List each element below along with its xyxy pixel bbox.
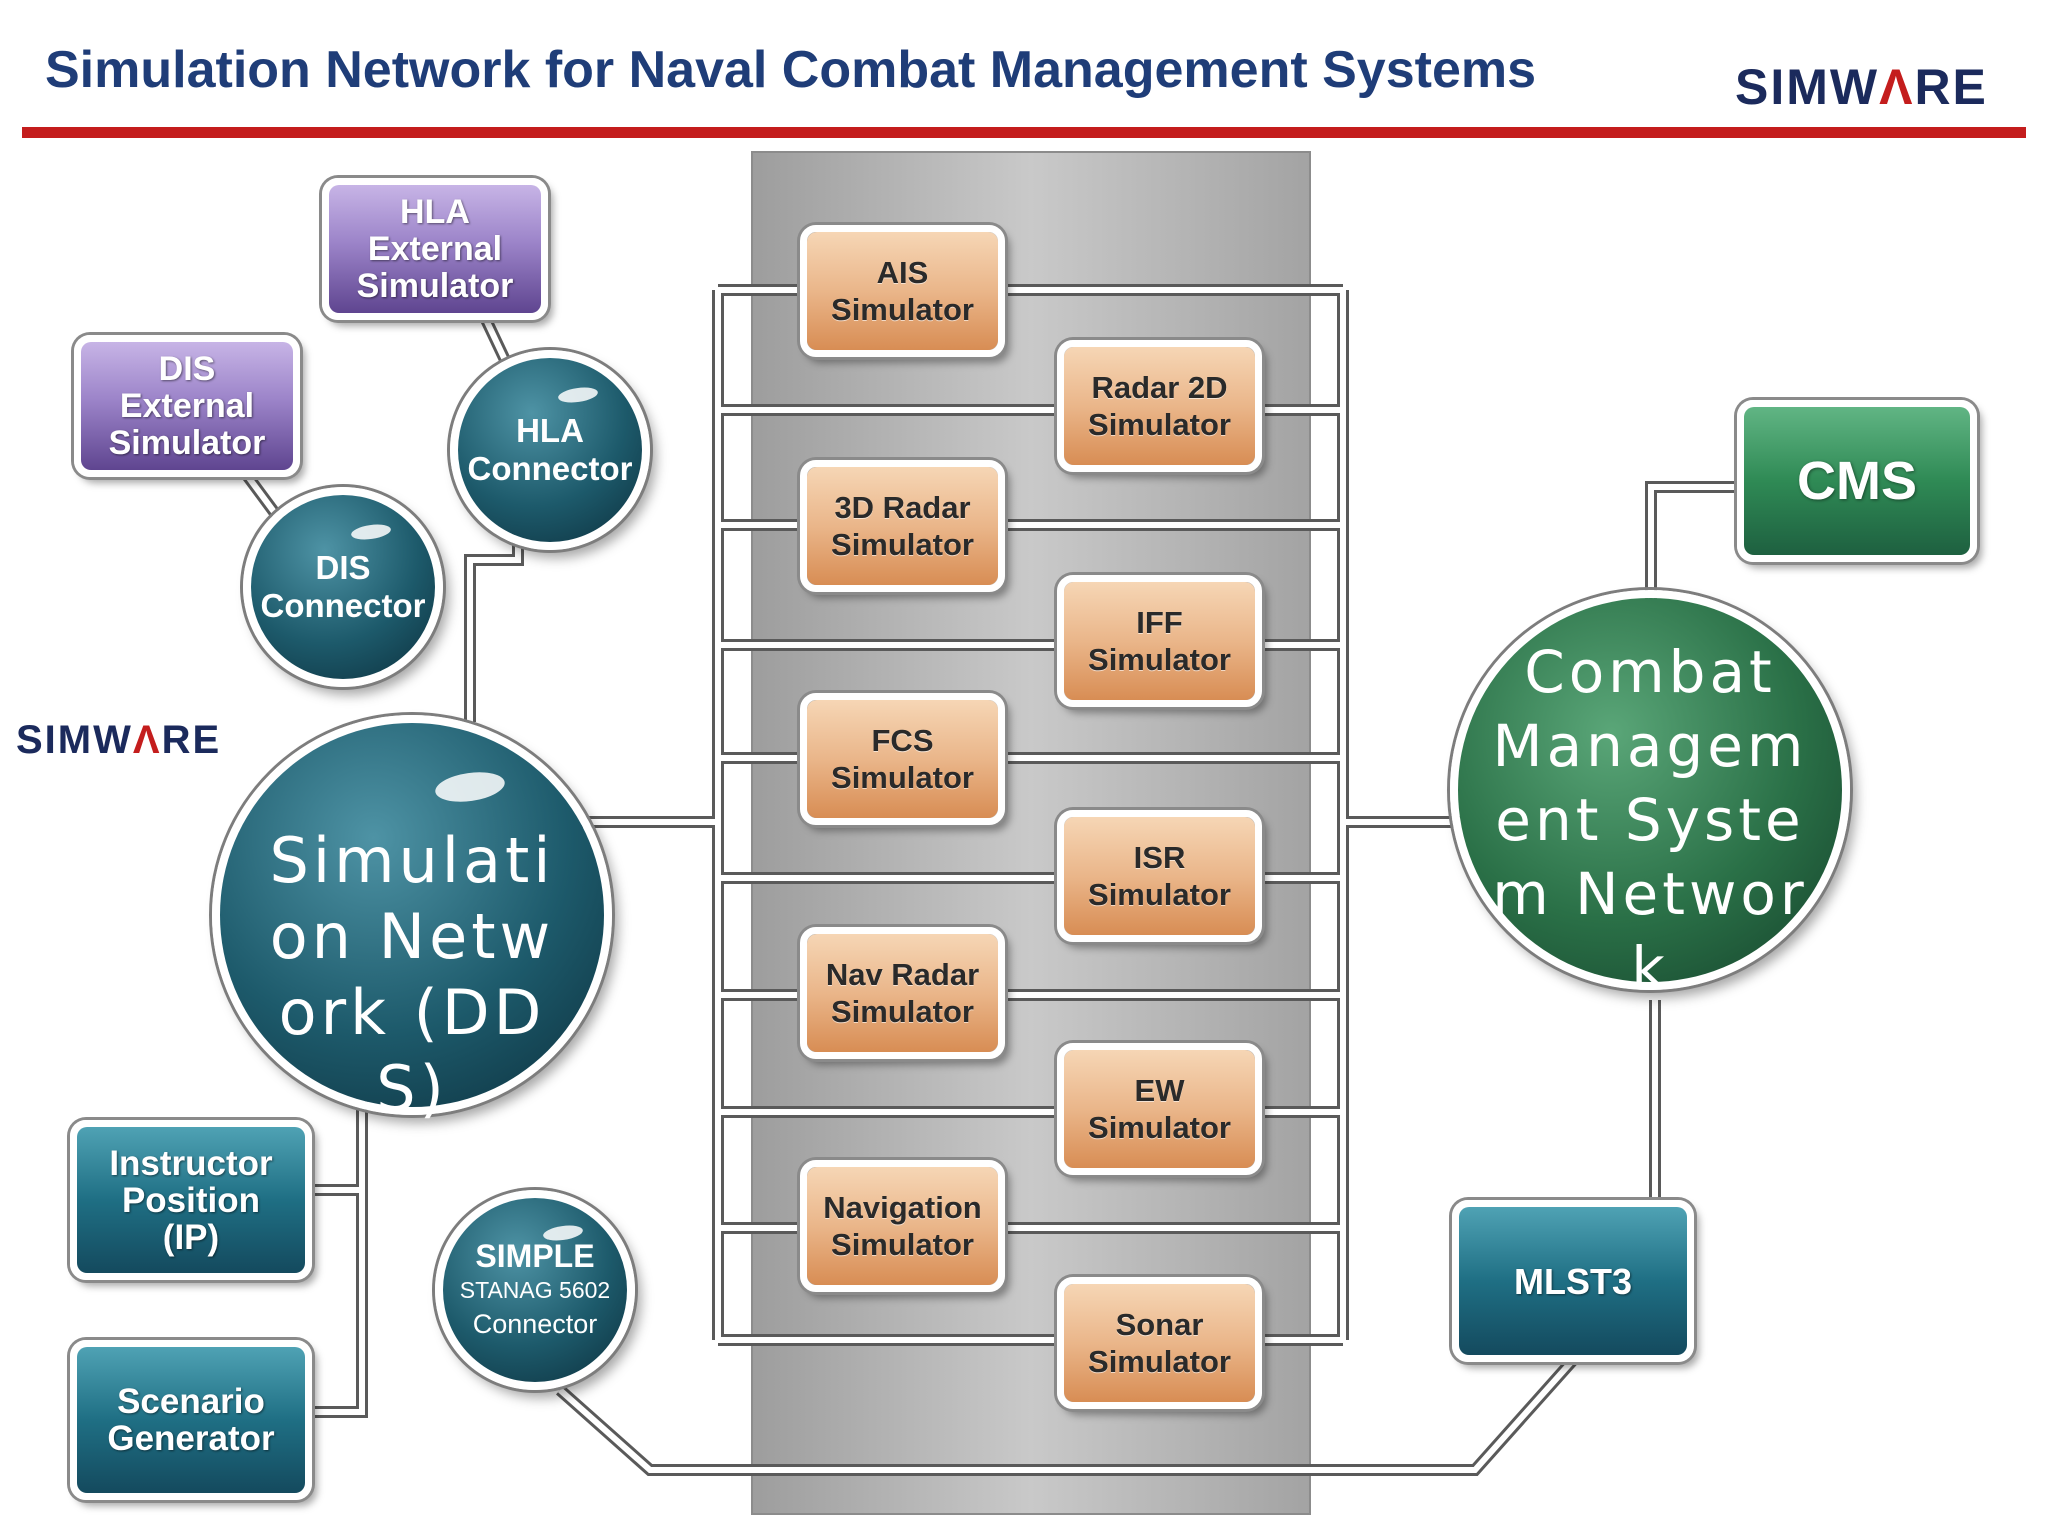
- simware-logo: SIMWΛRE: [1735, 59, 1988, 115]
- iff-simulator-label: IFF Simulator: [1064, 582, 1255, 700]
- hla-external-simulator-label: HLA External Simulator: [329, 185, 541, 313]
- isr-simulator[interactable]: ISR Simulator: [1057, 810, 1262, 942]
- simulation-network-body: Simulation Network (DDS): [220, 723, 604, 1125]
- instructor-position-label: Instructor Position (IP): [77, 1127, 305, 1273]
- ais-simulator-label: AIS Simulator: [807, 232, 998, 350]
- hla-connector-body: HLA Connector: [458, 358, 642, 542]
- simulation-network-dds[interactable]: Simulation Network (DDS): [212, 715, 612, 1125]
- simple-stanag-connector[interactable]: SIMPLE STANAG 5602 Connector: [435, 1190, 635, 1390]
- dis-external-simulator-label: DIS External Simulator: [81, 342, 293, 470]
- hla-connector[interactable]: HLA Connector: [450, 350, 650, 550]
- cms-label: CMS: [1744, 407, 1970, 555]
- simulation-network-label: Simulation Network (DDS): [269, 824, 555, 1125]
- 3d-radar-simulator[interactable]: 3D Radar Simulator: [800, 460, 1005, 592]
- iff-simulator[interactable]: IFF Simulator: [1057, 575, 1262, 707]
- gloss-highlight: [350, 522, 392, 542]
- dis-connector[interactable]: DIS Connector: [243, 487, 443, 687]
- ais-simulator[interactable]: AIS Simulator: [800, 225, 1005, 357]
- simple-connector-label: SIMPLE STANAG 5602 Connector: [460, 1239, 610, 1341]
- simple-connector-subtitle: Connector: [472, 1309, 598, 1339]
- simple-connector-standard: STANAG 5602: [459, 1277, 611, 1303]
- radar-2d-simulator-label: Radar 2D Simulator: [1064, 347, 1255, 465]
- sonar-simulator[interactable]: Sonar Simulator: [1057, 1277, 1262, 1409]
- nav-radar-simulator-label: Nav Radar Simulator: [807, 934, 998, 1052]
- simple-connector-body: SIMPLE STANAG 5602 Connector: [443, 1198, 627, 1382]
- gloss-highlight: [433, 768, 507, 806]
- isr-simulator-label: ISR Simulator: [1064, 817, 1255, 935]
- hla-external-simulator[interactable]: HLA External Simulator: [322, 178, 548, 320]
- navigation-simulator-label: Navigation Simulator: [807, 1167, 998, 1285]
- 3d-radar-simulator-label: 3D Radar Simulator: [807, 467, 998, 585]
- scenario-generator[interactable]: Scenario Generator: [70, 1340, 312, 1500]
- mlst3-label: MLST3: [1459, 1207, 1687, 1355]
- simware-side-logo: SIMWΛRE: [16, 718, 222, 762]
- mlst3-box[interactable]: MLST3: [1452, 1200, 1694, 1362]
- fcs-simulator-label: FCS Simulator: [807, 700, 998, 818]
- simple-connector-title: SIMPLE: [475, 1238, 595, 1274]
- nav-radar-simulator[interactable]: Nav Radar Simulator: [800, 927, 1005, 1059]
- header-divider: [22, 127, 2026, 138]
- hla-connector-label: HLA Connector: [467, 412, 633, 487]
- dis-connector-label: DIS Connector: [260, 549, 426, 624]
- dis-external-simulator[interactable]: DIS External Simulator: [74, 335, 300, 477]
- page-title: Simulation Network for Naval Combat Mana…: [45, 41, 1537, 99]
- cms-network-label: Combat Management System Network: [1492, 638, 1808, 1002]
- instructor-position[interactable]: Instructor Position (IP): [70, 1120, 312, 1280]
- ew-simulator-label: EW Simulator: [1064, 1050, 1255, 1168]
- radar-2d-simulator[interactable]: Radar 2D Simulator: [1057, 340, 1262, 472]
- dis-connector-body: DIS Connector: [251, 495, 435, 679]
- combat-management-system-network[interactable]: Combat Management System Network: [1450, 590, 1850, 1002]
- scenario-generator-label: Scenario Generator: [77, 1347, 305, 1493]
- cms-network-body: Combat Management System Network: [1458, 598, 1842, 1002]
- fcs-simulator[interactable]: FCS Simulator: [800, 693, 1005, 825]
- sonar-simulator-label: Sonar Simulator: [1064, 1284, 1255, 1402]
- ew-simulator[interactable]: EW Simulator: [1057, 1043, 1262, 1175]
- gloss-highlight: [557, 385, 599, 405]
- navigation-simulator[interactable]: Navigation Simulator: [800, 1160, 1005, 1292]
- cms-box[interactable]: CMS: [1737, 400, 1977, 562]
